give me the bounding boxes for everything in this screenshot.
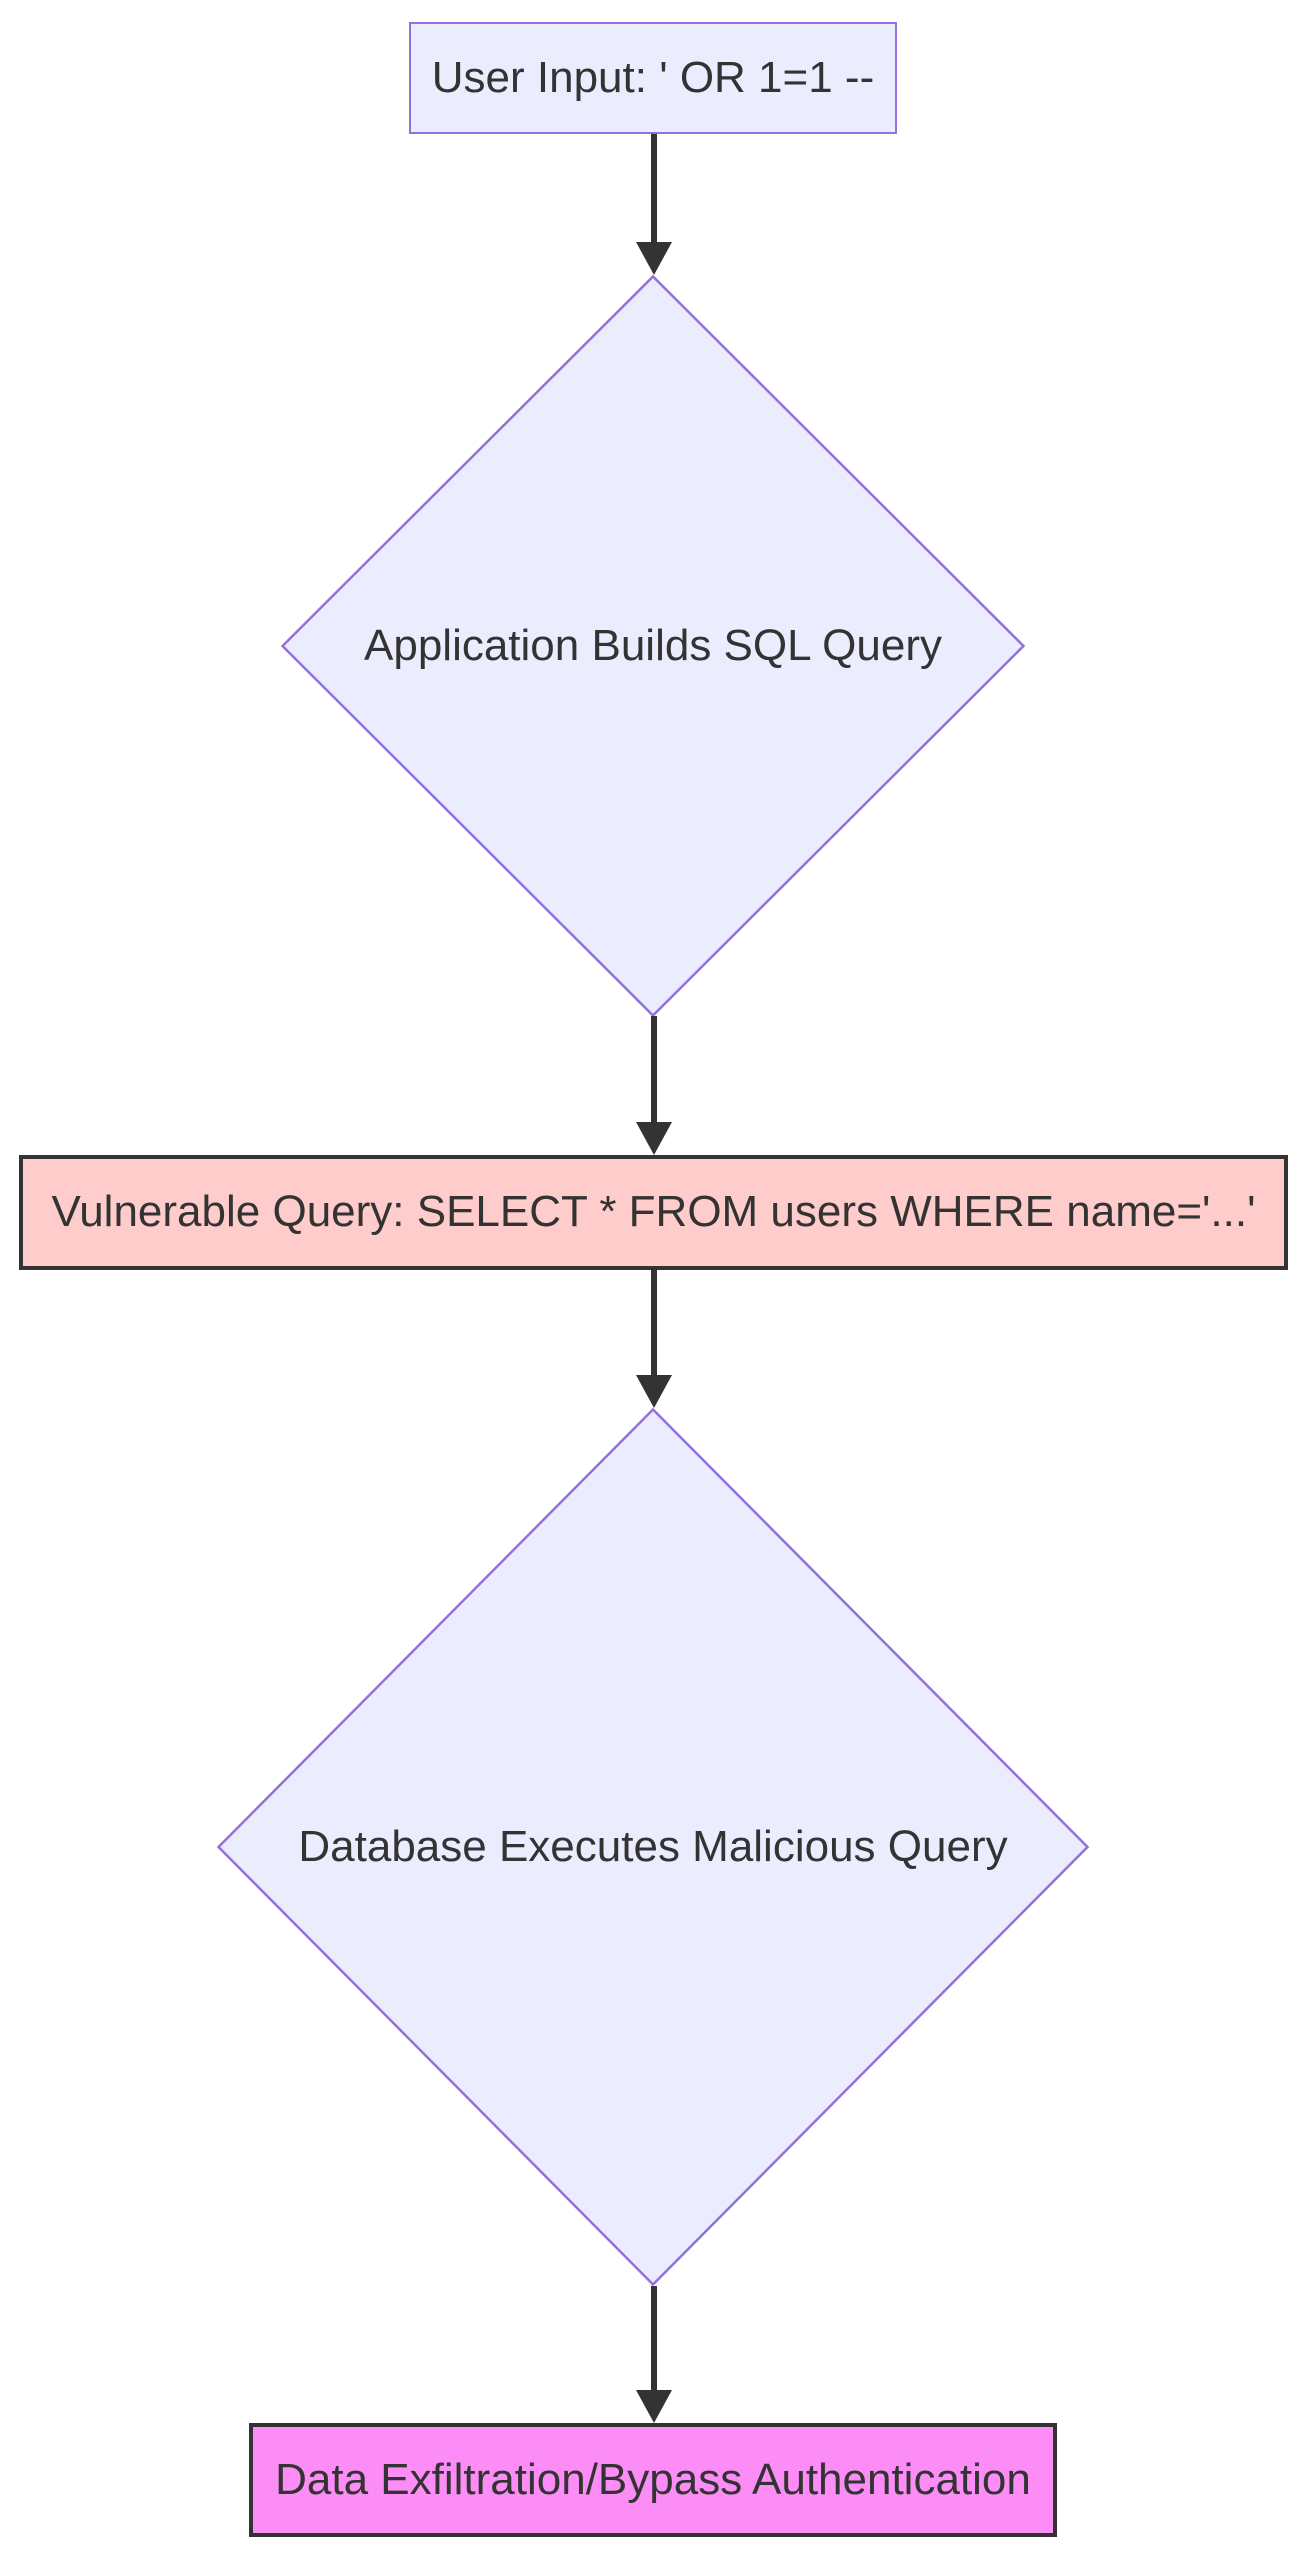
arrow-line — [651, 1270, 657, 1376]
node-user-input: User Input: ' OR 1=1 -- — [409, 22, 897, 134]
node-vulnerable-query-label: Vulnerable Query: SELECT * FROM users WH… — [51, 1187, 1256, 1237]
node-db-executes-query: Database Executes Malicious Query — [217, 1408, 1089, 2286]
node-db-executes-query-label: Database Executes Malicious Query — [298, 1821, 1008, 1871]
node-vulnerable-query: Vulnerable Query: SELECT * FROM users WH… — [19, 1155, 1288, 1270]
node-data-exfiltration-label: Data Exfiltration/Bypass Authentication — [275, 2454, 1031, 2504]
arrow-down-icon — [636, 2390, 672, 2423]
arrow-down-icon — [636, 242, 672, 275]
arrow-line — [651, 134, 657, 244]
diamond-shape-icon — [217, 1408, 1089, 2286]
node-app-builds-sql-query: Application Builds SQL Query — [281, 275, 1025, 1017]
arrow-line — [651, 2286, 657, 2391]
node-app-builds-sql-query-label: Application Builds SQL Query — [364, 620, 942, 670]
diamond-shape-icon — [281, 275, 1025, 1017]
arrow-down-icon — [636, 1122, 672, 1155]
node-user-input-label: User Input: ' OR 1=1 -- — [431, 52, 875, 102]
arrow-line — [651, 1016, 657, 1124]
node-data-exfiltration: Data Exfiltration/Bypass Authentication — [249, 2423, 1057, 2537]
arrow-down-icon — [636, 1375, 672, 1408]
